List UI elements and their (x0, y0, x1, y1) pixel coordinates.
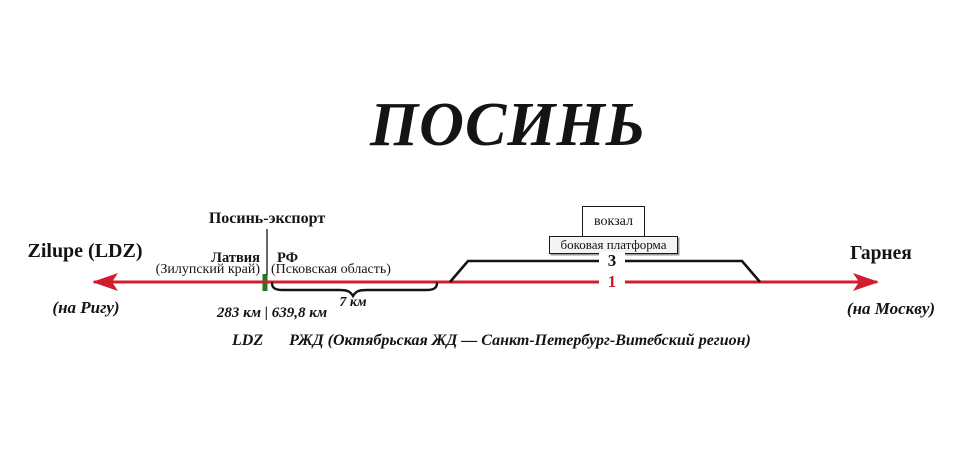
arrow-left-icon (92, 273, 118, 291)
arrow-right-icon (853, 273, 879, 291)
country-left-label: Латвия (211, 250, 260, 266)
operators-line: LDZ РЖД (Октябрьская ЖД — Санкт-Петербур… (232, 332, 751, 349)
direction-right: (на Москву) (846, 299, 936, 318)
track-number-1: 1 (599, 273, 625, 291)
track-number-3: 3 (599, 252, 625, 270)
station-building-label: вокзал (594, 213, 633, 229)
direction-left: (на Ригу) (52, 298, 120, 317)
side-platform-label: боковая платформа (560, 237, 667, 252)
brace-distance-label: 7 км (339, 295, 367, 310)
country-left-block: Латвия (Зилупский край) (120, 250, 260, 277)
distance-brace-icon (270, 281, 439, 299)
neighbor-station-right: Гарнея (850, 243, 912, 264)
page-title: ПОСИНЬ (369, 91, 647, 159)
station-building-box: вокзал (582, 206, 645, 237)
country-right-block: РФ (Псковская область) (271, 250, 411, 277)
region-right-label: (Псковская область) (271, 262, 391, 277)
neighbor-station-left: Zilupe (LDZ) (27, 240, 143, 262)
region-left-label: (Зилупский край) (155, 262, 260, 277)
km-post-label: 283 км | 639,8 км (216, 305, 328, 321)
halt-label: Посинь-экспорт (208, 210, 326, 227)
operator-ldz-label: LDZ (232, 332, 264, 349)
operator-rzd-label: РЖД (Октябрьская ЖД — Санкт-Петербург-Ви… (289, 332, 751, 349)
country-right-label: РФ (277, 250, 299, 266)
